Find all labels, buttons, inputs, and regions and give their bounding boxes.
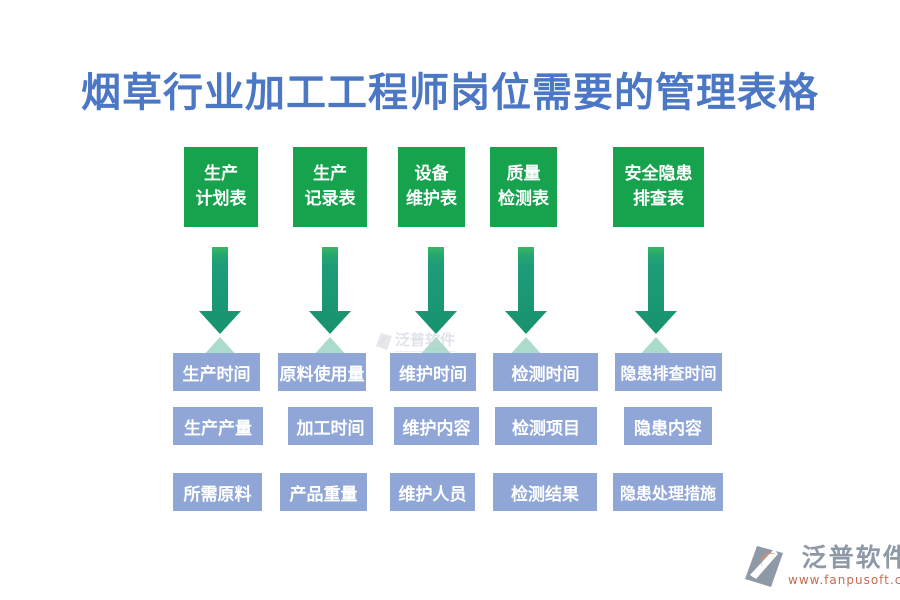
arrow-reflection	[312, 337, 348, 357]
arrow-reflection	[202, 337, 238, 357]
down-arrow-icon	[199, 247, 241, 334]
table-card-label-line: 计划表	[195, 189, 247, 209]
table-card-label-line: 生产	[204, 164, 238, 185]
field-inspection-items: 检测项目	[495, 407, 597, 445]
table-card-label-line: 安全隐患	[624, 164, 693, 185]
field-maintenance-staff: 维护人员	[390, 473, 475, 511]
table-card-label-line: 记录表	[304, 189, 356, 209]
field-production-time: 生产时间	[173, 353, 260, 391]
down-arrow-icon	[635, 247, 677, 334]
fanpu-logo-url: www.fanpusoft.com	[788, 573, 900, 588]
field-maintenance-content: 维护内容	[394, 407, 479, 445]
field-hazard-measures: 隐患处理措施	[613, 473, 723, 511]
field-inspection-time: 检测时间	[493, 353, 598, 391]
page-title: 烟草行业加工工程师岗位需要的管理表格	[81, 70, 819, 116]
arrow-reflection	[508, 337, 544, 357]
field-processing-time: 加工时间	[288, 407, 373, 445]
down-arrow-icon	[309, 247, 351, 334]
field-material-usage: 原料使用量	[278, 353, 366, 391]
table-card-label-line: 质量	[506, 164, 541, 185]
field-product-weight: 产品重量	[280, 473, 367, 511]
field-maintenance-time: 维护时间	[390, 353, 476, 391]
fanpu-logo-icon	[745, 546, 783, 587]
arrow-reflection	[638, 337, 674, 357]
table-card-quality-inspection: 质量 检测表	[490, 147, 557, 227]
fanpu-logo: 泛普软件 www.fanpusoft.com	[744, 543, 900, 588]
table-card-label-line: 维护表	[406, 189, 457, 209]
table-card-production-record: 生产 记录表	[293, 147, 367, 227]
down-arrow-icon	[505, 247, 547, 334]
field-inspection-results: 检测结果	[493, 473, 597, 511]
table-card-label-line: 检测表	[498, 189, 549, 209]
field-required-materials: 所需原料	[173, 473, 262, 511]
down-arrow-icon	[415, 247, 457, 334]
table-card-label-line: 设备	[414, 164, 449, 185]
fanpu-logo-name: 泛普软件	[801, 543, 900, 572]
field-production-output: 生产产量	[173, 407, 263, 445]
fanpu-logo-text: 泛普软件 www.fanpusoft.com	[788, 543, 900, 588]
field-hazard-inspection-time: 隐患排查时间	[615, 353, 722, 391]
table-card-production-plan: 生产 计划表	[184, 147, 258, 227]
table-card-safety-hazard: 安全隐患 排查表	[613, 147, 704, 227]
field-hazard-content: 隐患内容	[624, 407, 712, 445]
table-card-label-line: 排查表	[633, 189, 684, 209]
watermark-logo-icon	[376, 332, 392, 350]
arrow-reflection	[418, 337, 454, 357]
table-card-equipment-maintenance: 设备 维护表	[398, 147, 465, 227]
table-card-label-line: 生产	[313, 164, 347, 185]
